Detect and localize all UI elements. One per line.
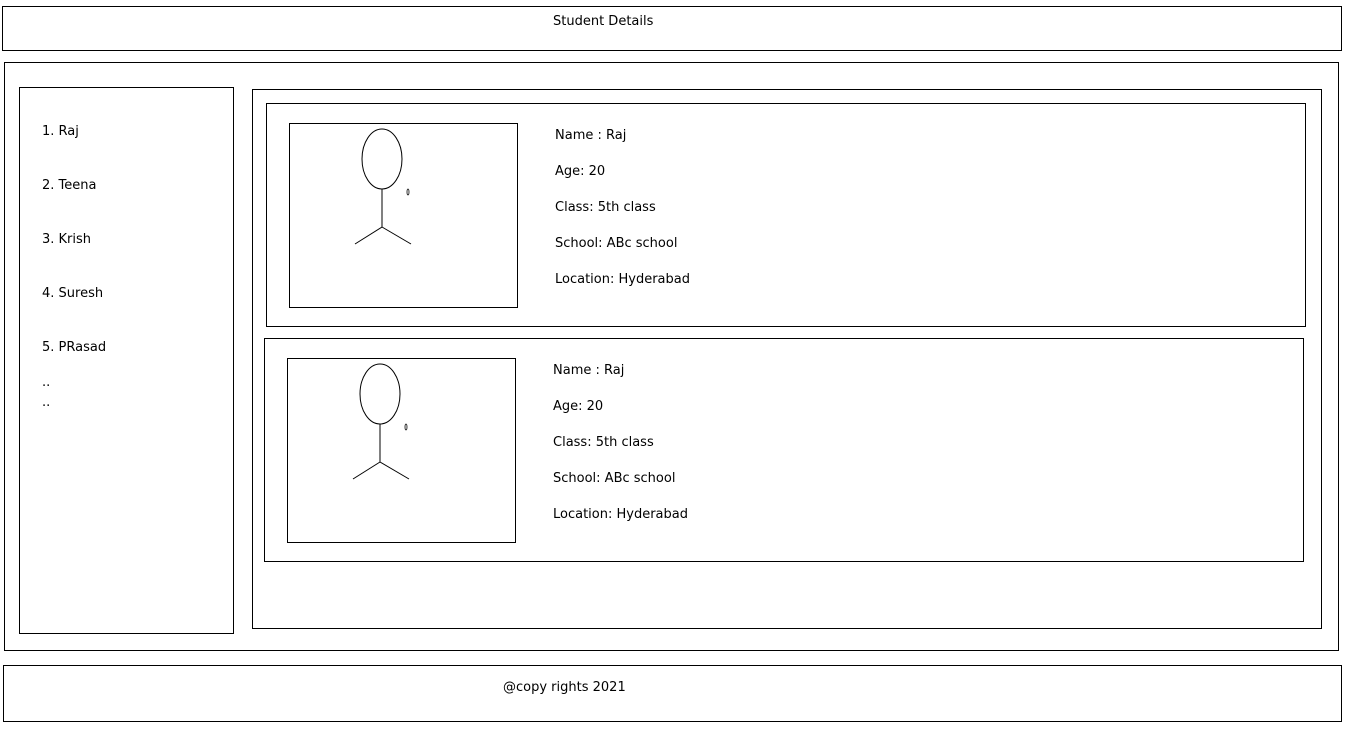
copyright-text: @copy rights 2021 xyxy=(503,680,626,695)
sidebar-item-suresh[interactable]: 4. Suresh xyxy=(42,286,104,301)
student-info: Name : Raj Age: 20 Class: 5th class Scho… xyxy=(553,362,688,542)
student-age: Age: 20 xyxy=(553,399,604,414)
student-card: Name : Raj Age: 20 Class: 5th class Scho… xyxy=(264,338,1304,562)
student-location: Location: Hyderabad xyxy=(553,507,688,522)
student-location: Location: Hyderabad xyxy=(555,272,690,287)
student-school: School: ABc school xyxy=(553,471,676,486)
student-photo xyxy=(289,123,518,308)
sidebar-item-teena[interactable]: 2. Teena xyxy=(42,178,97,193)
page-header: Student Details xyxy=(2,6,1342,51)
student-photo xyxy=(287,358,516,543)
sidebar-item-raj[interactable]: 1. Raj xyxy=(42,124,79,139)
stick-figure-icon xyxy=(352,363,410,480)
student-card: Name : Raj Age: 20 Class: 5th class Scho… xyxy=(266,103,1306,327)
student-class: Class: 5th class xyxy=(553,435,654,450)
student-name: Name : Raj xyxy=(555,128,627,143)
sidebar-item-krish[interactable]: 3. Krish xyxy=(42,232,92,247)
student-age: Age: 20 xyxy=(555,164,606,179)
sidebar-item-prasad[interactable]: 5. PRasad xyxy=(42,340,107,355)
student-list-sidebar: 1. Raj 2. Teena 3. Krish 4. Suresh 5. PR… xyxy=(19,87,234,634)
student-school: School: ABc school xyxy=(555,236,678,251)
student-info: Name : Raj Age: 20 Class: 5th class Scho… xyxy=(555,127,690,307)
page-footer: @copy rights 2021 xyxy=(3,665,1342,722)
sidebar-more-ellipsis: .. xyxy=(42,395,51,410)
student-name: Name : Raj xyxy=(553,363,625,378)
page-title: Student Details xyxy=(553,14,654,29)
sidebar-more-ellipsis: .. xyxy=(42,375,51,390)
student-class: Class: 5th class xyxy=(555,200,656,215)
stick-figure-icon xyxy=(354,128,412,245)
